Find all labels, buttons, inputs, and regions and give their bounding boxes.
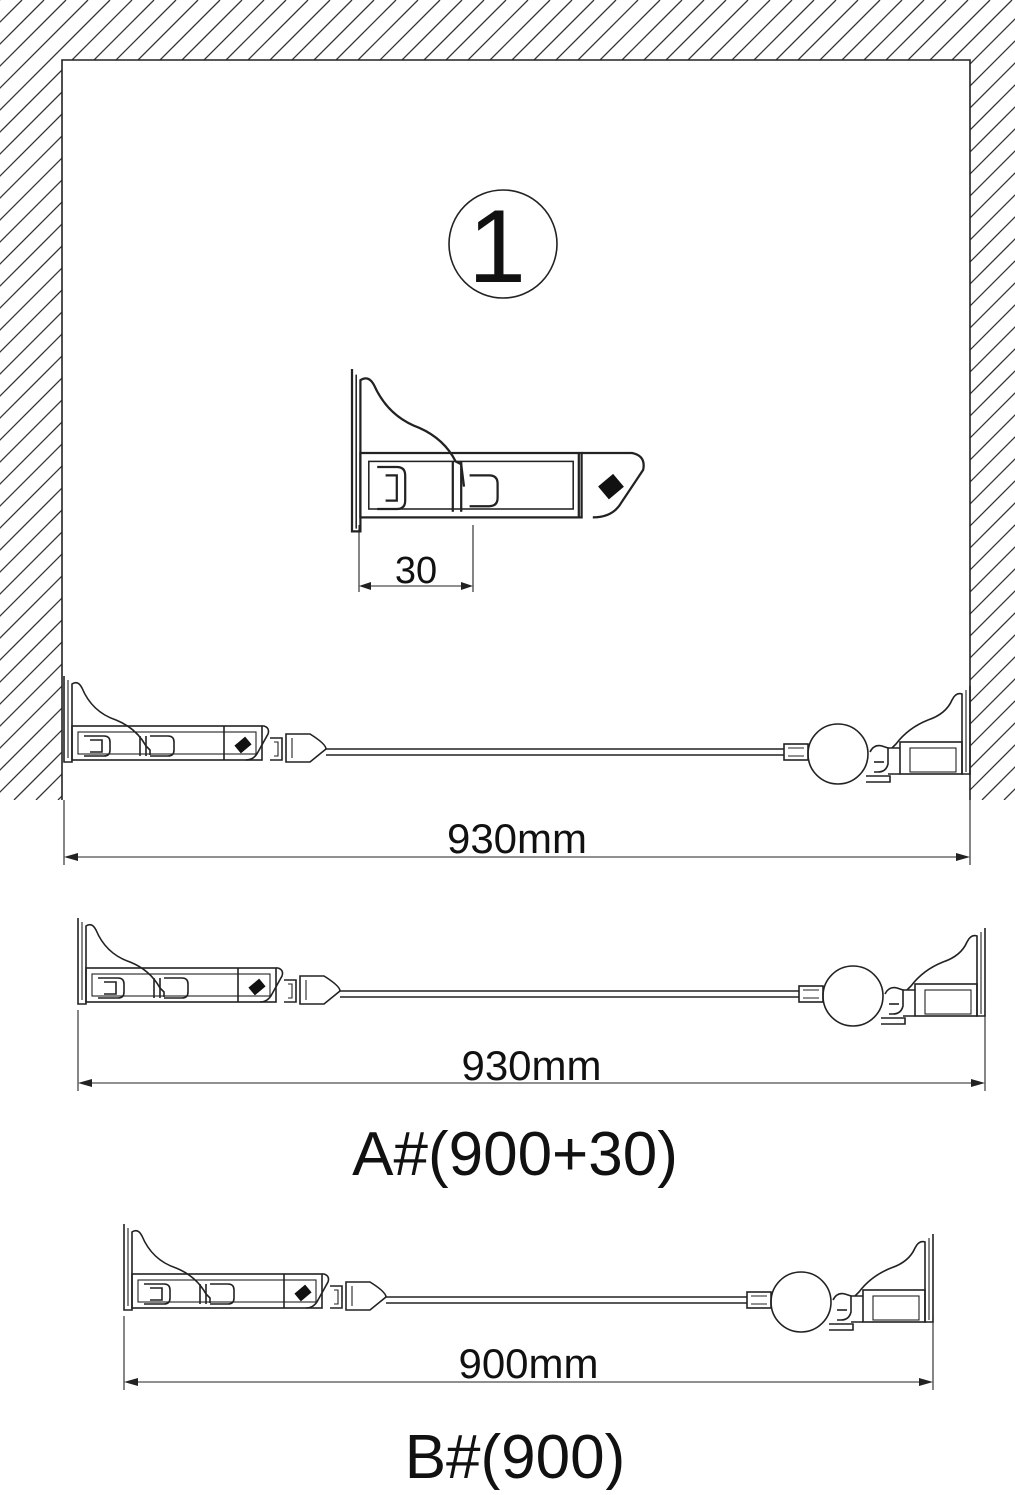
wall-hatching	[0, 0, 1015, 800]
dimension-label-installed: 930mm	[447, 815, 587, 862]
glass-panel	[326, 748, 784, 756]
dimension-line	[123, 1316, 934, 1390]
glass-panel	[340, 990, 799, 998]
extension-profile-detail	[350, 369, 645, 533]
step-number: 1	[468, 189, 526, 305]
dimension-line	[77, 1010, 986, 1091]
glass-panel	[386, 1296, 747, 1304]
caption-a: A#(900+30)	[352, 1120, 678, 1189]
step-marker: 1	[448, 189, 558, 305]
caption-b: B#(900)	[405, 1423, 626, 1490]
dimension-label-b: 900mm	[458, 1340, 598, 1387]
layout-b: 900mm B#(900)	[123, 1223, 934, 1492]
dimension-label-a: 930mm	[461, 1042, 601, 1089]
dimension-line	[63, 800, 971, 865]
detail-dimension-label: 30	[395, 550, 437, 592]
layout-installed: 930mm	[63, 675, 971, 865]
detail-dimension: 30	[358, 525, 474, 592]
room-walls	[0, 0, 1015, 800]
layout-a: 930mm A#(900+30)	[77, 917, 986, 1189]
